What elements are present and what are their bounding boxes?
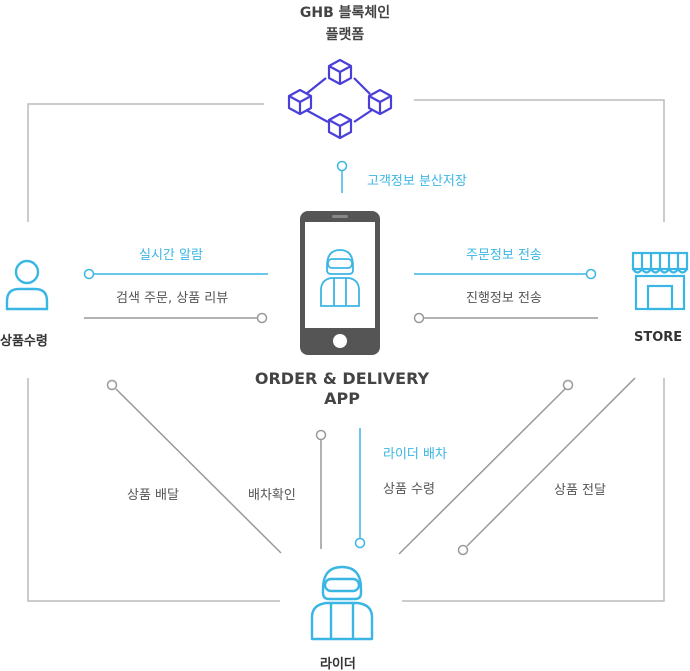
edge-product-delivery-dot	[106, 379, 118, 391]
frame-bottom-left	[27, 378, 280, 602]
edge-progress-info-dot	[413, 312, 425, 324]
edge-distributed-storage-dot	[336, 160, 348, 172]
app-title-line1: ORDER & DELIVERY	[254, 369, 430, 388]
label-product-delivery: 상품 배달	[127, 488, 179, 503]
platform-title-line1: GHB 블록체인	[299, 5, 391, 21]
label-order-info-transfer: 주문정보 전송	[466, 248, 542, 263]
edge-order-info-dot	[585, 268, 597, 280]
edge-product-handover-dot	[457, 544, 469, 556]
smartphone-icon	[300, 211, 380, 355]
edge-dispatch-confirm-dot	[315, 429, 327, 441]
label-progress-info-transfer: 진행정보 전송	[466, 291, 542, 306]
label-product-handover: 상품 전달	[554, 483, 606, 498]
label-product-receipt: 상품 수령	[383, 482, 435, 497]
edge-rider-dispatch-dot	[354, 537, 366, 549]
frame-top-left	[27, 103, 264, 222]
edge-product-handover	[466, 377, 636, 547]
store-shop-icon	[631, 251, 689, 311]
frame-top-right	[414, 99, 665, 222]
customer-person-icon	[5, 259, 49, 311]
app-title-line2: APP	[324, 389, 360, 408]
frame-bottom-right	[402, 378, 665, 602]
label-dispatch-confirm: 배차확인	[248, 488, 296, 503]
platform-title: GHB 블록체인 플랫폼	[245, 2, 445, 46]
platform-title-line2: 플랫폼	[325, 27, 365, 43]
edge-product-delivery	[115, 388, 282, 554]
blockchain-cubes-icon	[287, 58, 393, 140]
node-rider-label: 라이더	[320, 657, 356, 671]
edge-realtime-alert-dot	[83, 268, 95, 280]
app-title: ORDER & DELIVERY APP	[230, 369, 454, 409]
label-rider-dispatch: 라이더 배차	[383, 447, 447, 462]
edge-product-receipt-dot	[562, 379, 574, 391]
label-search-order-review: 검색 주문, 상품 리뷰	[116, 291, 229, 306]
edge-search-order-dot	[256, 312, 268, 324]
rider-helmet-icon	[310, 565, 374, 641]
node-customer-label: 상품수령	[0, 334, 48, 349]
label-realtime-alert: 실시간 알람	[139, 248, 203, 263]
label-distributed-storage: 고객정보 분산저장	[367, 174, 467, 189]
edge-product-receipt	[398, 388, 566, 555]
node-store-label: STORE	[634, 330, 683, 345]
rider-helmet-small-icon	[320, 249, 360, 307]
